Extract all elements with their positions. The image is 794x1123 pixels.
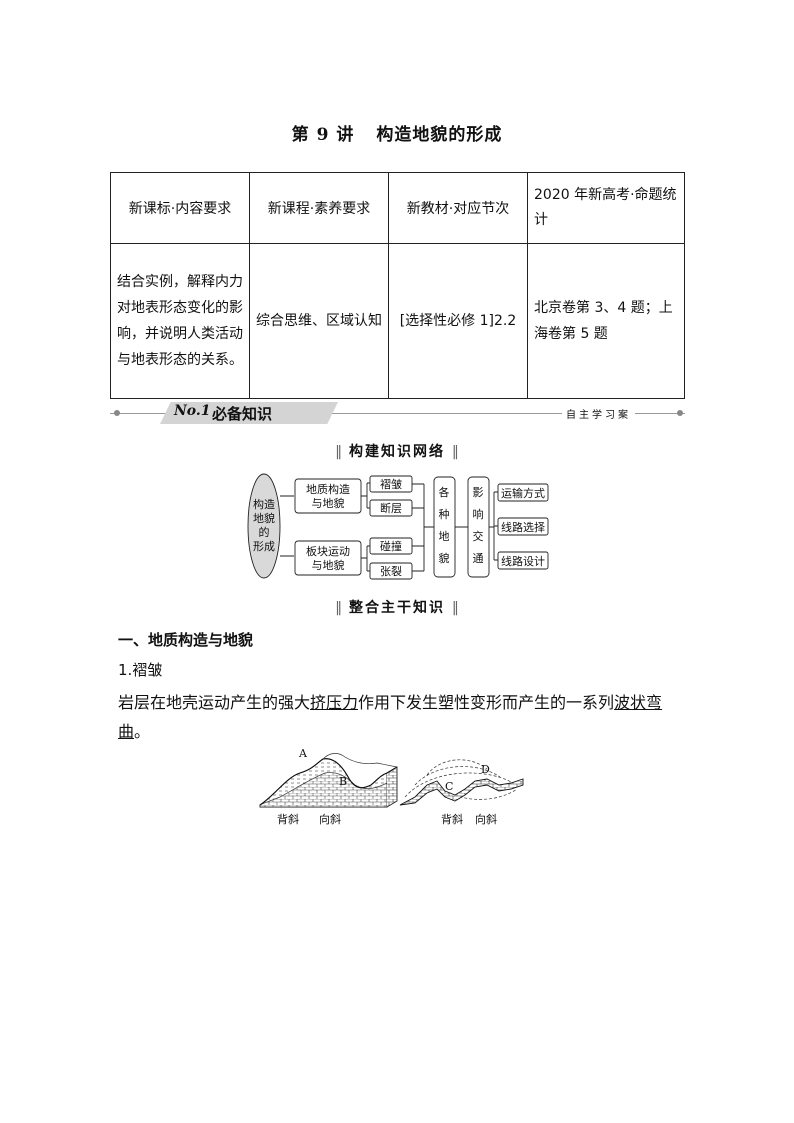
lecture-topic: 构造地貌的形成 <box>376 125 503 145</box>
network-effect: 线路选择 <box>501 520 545 534</box>
network-root-text: 的 <box>259 525 270 539</box>
table-header: 2020 年新高考·命题统计 <box>527 172 685 244</box>
network-heading: ‖ 构建知识网络 ‖ <box>335 444 459 460</box>
fold-definition: 岩层在地壳运动产生的强大挤压力作用下发生塑性变形而产生的一系列波状弯曲。 <box>118 693 663 741</box>
network-mid-text: 与地貌 <box>312 496 345 510</box>
fold-caption: 背斜 <box>441 812 463 826</box>
network-mid-text: 与地貌 <box>312 558 345 572</box>
fold-label-a: A <box>298 747 308 760</box>
network-effect: 线路设计 <box>501 554 545 568</box>
page-title: 第 9 讲 构造地貌的形成 <box>0 120 794 145</box>
table-header: 新教材·对应节次 <box>388 172 528 244</box>
divider-dot <box>114 410 120 416</box>
network-landform-char: 地 <box>439 530 450 543</box>
section-banner: No.1 必备知识 自主学习案 <box>110 402 685 424</box>
fold-label-d: D <box>481 763 490 776</box>
network-leaf: 褶皱 <box>380 477 402 491</box>
keyword-wave-bend: 波状弯曲 <box>118 693 663 741</box>
network-influence-char: 通 <box>473 552 484 565</box>
section-tab <box>160 402 338 424</box>
network-influence-char: 响 <box>473 508 484 521</box>
table-header-row: 新课标·内容要求 新课程·素养要求 新教材·对应节次 2020 年新高考·命题统… <box>110 172 685 244</box>
integrate-heading: ‖ 整合主干知识 ‖ <box>335 600 459 616</box>
network-influence-char: 交 <box>473 529 484 543</box>
table-row: 结合实例，解释内力对地表形态变化的影响，并说明人类活动与地表形态的关系。 综合思… <box>110 243 685 399</box>
table-cell: 北京卷第 3、4 题；上海卷第 5 题 <box>527 243 685 399</box>
divider-dot <box>677 410 683 416</box>
network-landform-char: 貌 <box>439 551 450 565</box>
network-root-text: 构造 <box>253 497 275 511</box>
divider <box>110 413 685 414</box>
network-mid-text: 板块运动 <box>306 544 350 558</box>
fold-label-b: B <box>339 775 347 788</box>
network-influence-char: 影 <box>473 486 484 499</box>
fold-caption: 向斜 <box>319 812 341 826</box>
table-header: 新课程·素养要求 <box>249 172 389 244</box>
section-number: No.1 <box>174 403 211 419</box>
network-mid-text: 地质构造 <box>306 482 350 496</box>
table-cell: 综合思维、区域认知 <box>249 243 389 399</box>
subsection-title: 一、地质构造与地貌 <box>118 631 254 649</box>
network-root-text: 形成 <box>253 540 275 553</box>
lecture-number: 第 9 讲 <box>291 125 355 145</box>
section-name: 必备知识 <box>212 405 273 423</box>
network-heading-text: 构建知识网络 <box>349 444 445 460</box>
section-tag: 自主学习案 <box>562 406 635 421</box>
network-landform-char: 各 <box>439 485 450 499</box>
network-leaf: 碰撞 <box>380 539 402 553</box>
keyword-compression: 挤压力 <box>310 693 359 712</box>
fold-label-c: C <box>445 780 453 793</box>
fold-figure: A B 背斜 向斜 C D 背斜 向斜 <box>259 747 524 826</box>
fold-caption: 背斜 <box>277 812 299 826</box>
fold-caption: 向斜 <box>475 812 497 826</box>
item-title: 1.褶皱 <box>118 661 163 679</box>
network-root-text: 地貌 <box>253 511 275 525</box>
network-effect: 运输方式 <box>501 486 545 500</box>
network-leaf: 张裂 <box>380 565 402 578</box>
integrate-heading-text: 整合主干知识 <box>349 600 445 616</box>
table-cell: 结合实例，解释内力对地表形态变化的影响，并说明人类活动与地表形态的关系。 <box>110 243 250 399</box>
network-leaf: 断层 <box>380 501 402 515</box>
network-landform-char: 种 <box>439 507 450 521</box>
requirements-table: 新课标·内容要求 新课程·素养要求 新教材·对应节次 2020 年新高考·命题统… <box>110 172 685 399</box>
table-header: 新课标·内容要求 <box>110 172 250 244</box>
knowledge-network-diagram: 构造 地貌 的 形成 地质构造 与地貌 板块运动 与地貌 褶皱 断层 碰撞 张裂… <box>247 473 549 580</box>
block-diagram <box>259 753 398 808</box>
table-cell: [选择性必修 1]2.2 <box>388 243 528 399</box>
rock-strata <box>399 778 524 806</box>
